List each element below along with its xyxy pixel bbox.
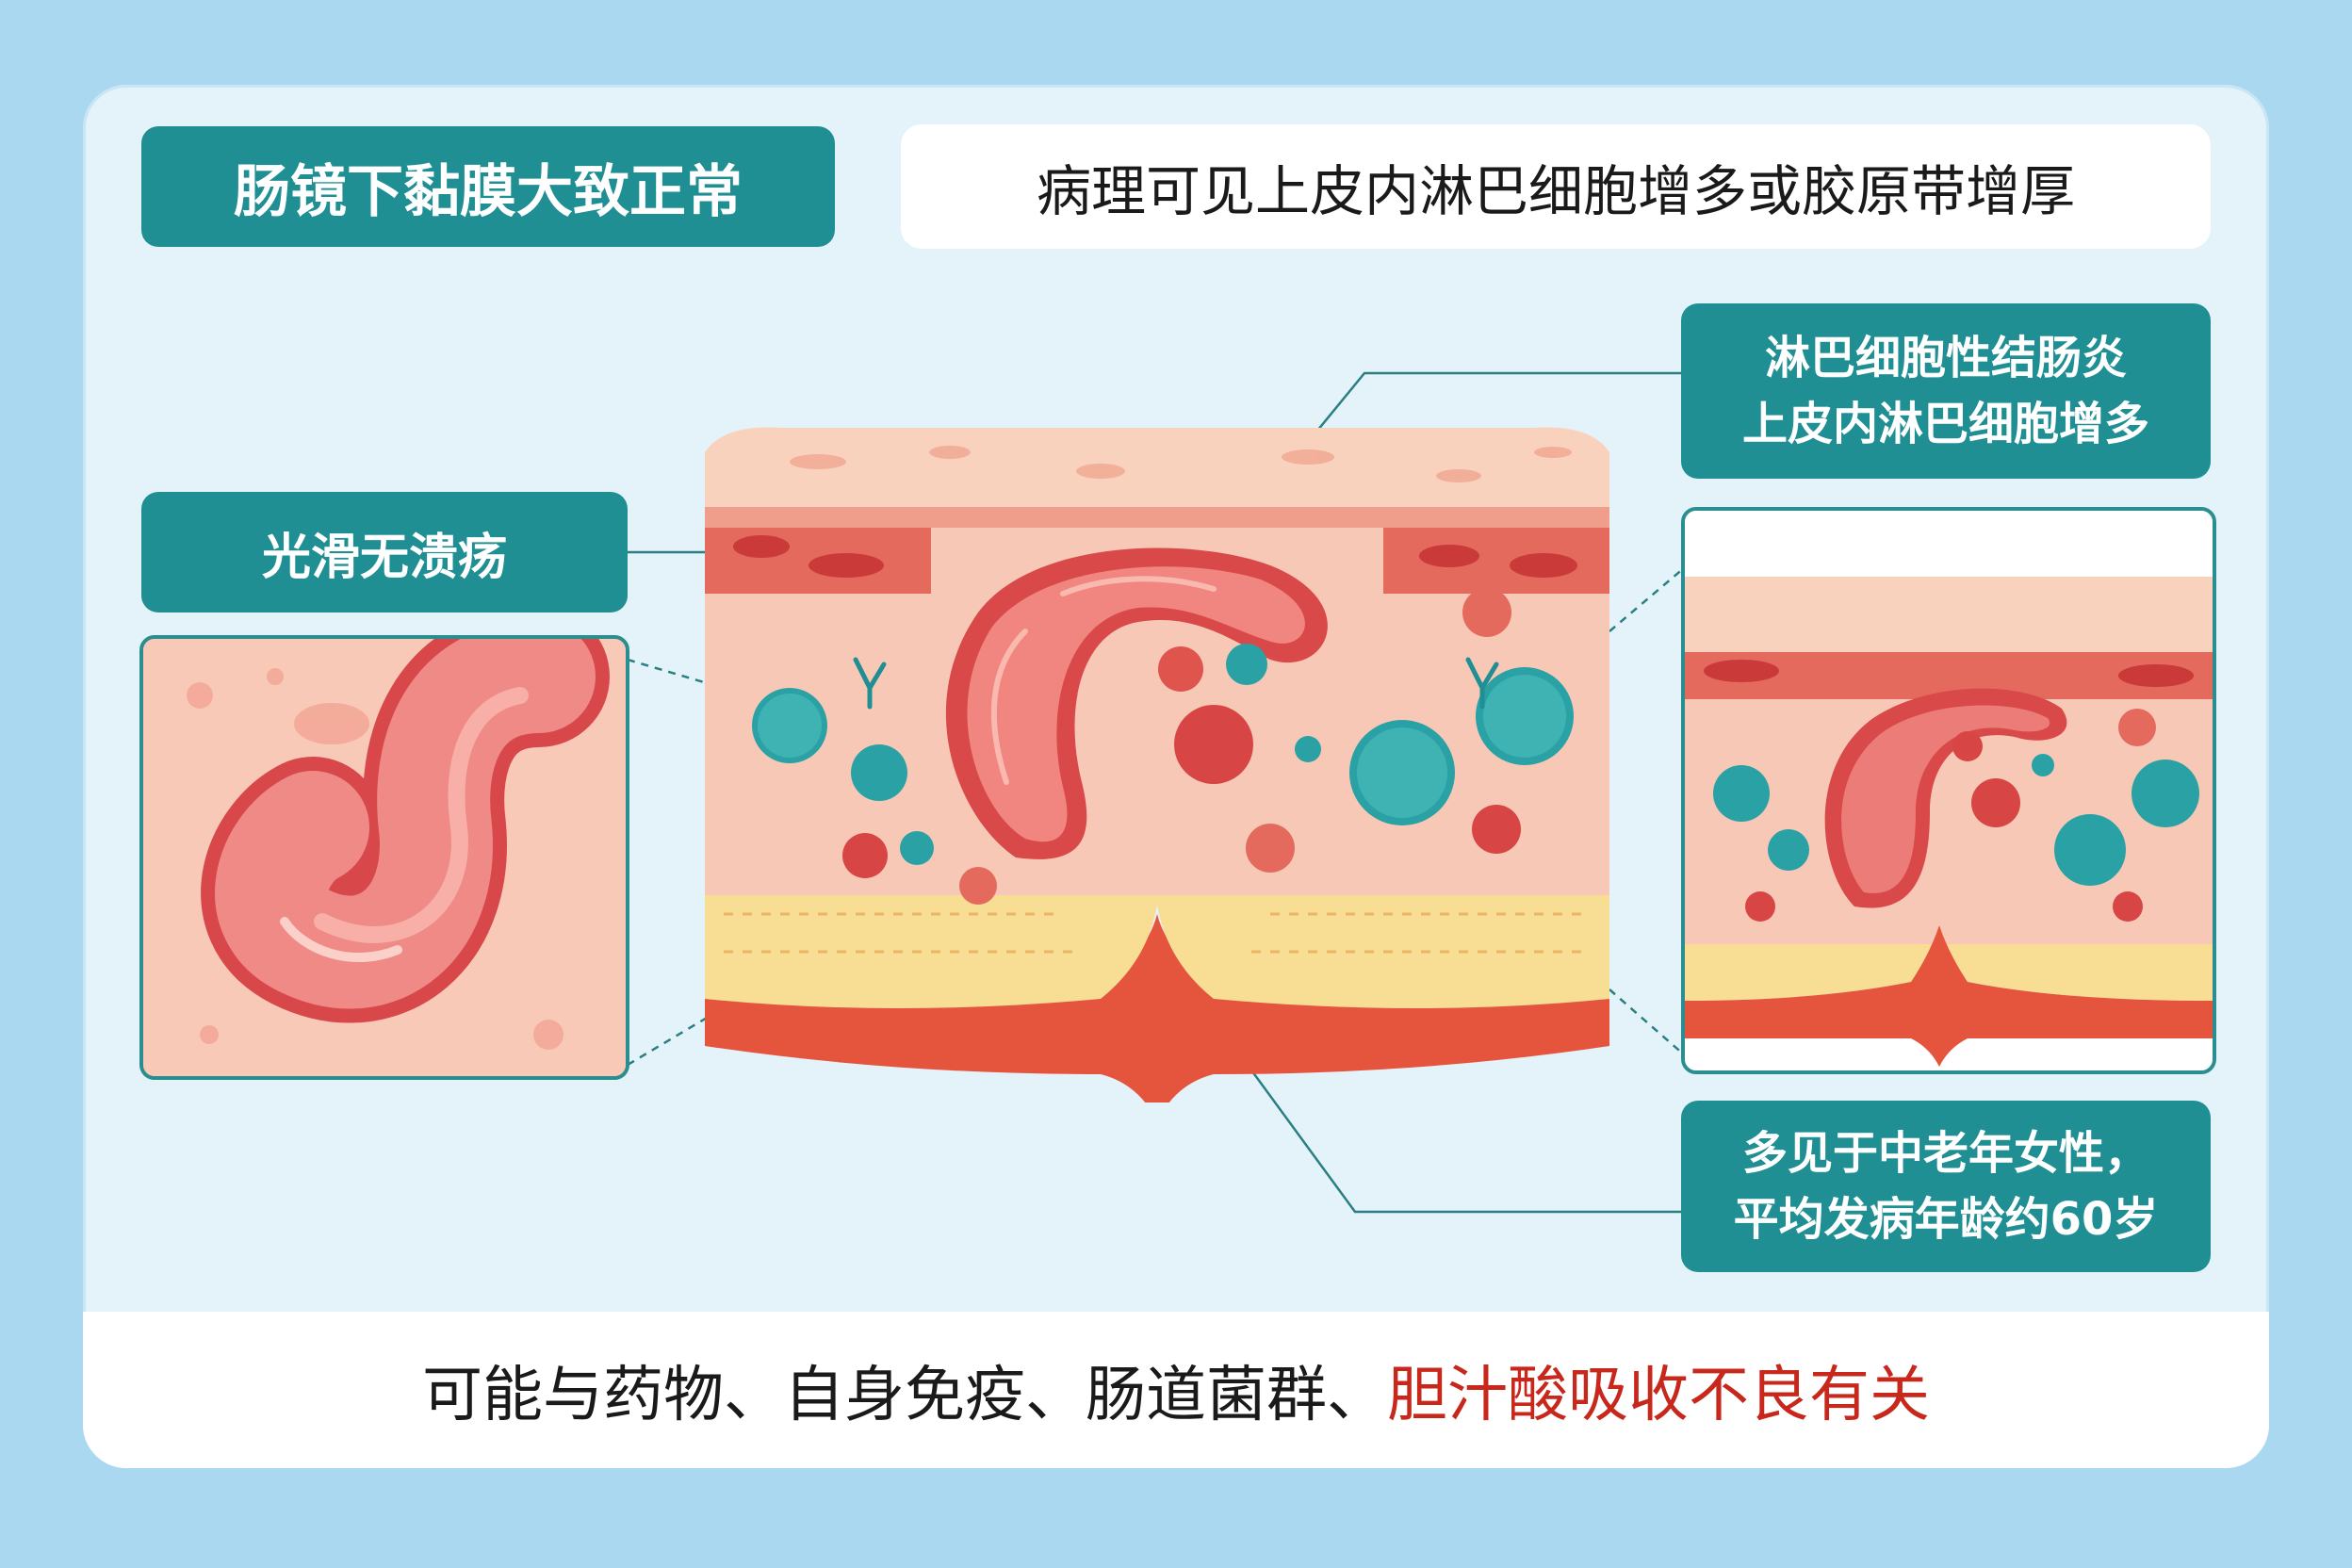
label-demographics: 多见于中老年女性， 平均发病年龄约60岁 bbox=[1681, 1101, 2211, 1272]
label-colonoscopy-normal-text: 肠镜下黏膜大致正常 bbox=[234, 158, 743, 225]
label-lymphocytic-colitis: 淋巴细胞性结肠炎 上皮内淋巴细胞增多 bbox=[1681, 303, 2211, 479]
tissue-cross-section bbox=[705, 427, 1609, 1102]
label-smooth-no-ulcer: 光滑无溃疡 bbox=[141, 492, 628, 612]
label-pathology: 病理可见上皮内淋巴细胞增多或胶原带增厚 bbox=[901, 124, 2211, 249]
muscularis-band-right bbox=[1383, 528, 1609, 594]
infographic-card: 肠镜下黏膜大致正常 病理可见上皮内淋巴细胞增多或胶原带增厚 光滑无溃疡 淋巴细胞… bbox=[83, 85, 2269, 1468]
smooth-mucosa-illustration bbox=[143, 639, 626, 1076]
label-colonoscopy-normal: 肠镜下黏膜大致正常 bbox=[141, 126, 835, 247]
submucosa-band bbox=[705, 886, 1609, 1008]
footer-text-highlight: 胆汁酸吸收不良有关 bbox=[1387, 1361, 1930, 1430]
label-demographics-line2: 平均发病年龄约60岁 bbox=[1733, 1193, 2159, 1246]
label-lymphocytic-colitis-line2: 上皮内淋巴细胞增多 bbox=[1741, 398, 2149, 450]
panel-smooth-mucosa bbox=[139, 635, 629, 1080]
footer-text-normal: 可能与药物、自身免疫、肠道菌群、 bbox=[422, 1361, 1387, 1430]
footer-bar: 可能与药物、自身免疫、肠道菌群、胆汁酸吸收不良有关 bbox=[83, 1312, 2269, 1468]
outer-muscle-layer bbox=[705, 914, 1609, 1102]
label-smooth-no-ulcer-text: 光滑无溃疡 bbox=[261, 529, 507, 586]
lymphocytic-detail-illustration bbox=[1685, 511, 2213, 1070]
connector-right-dash-bottom bbox=[1609, 988, 1686, 1056]
epithelium-top bbox=[705, 427, 1609, 509]
connector-right-dash-top bbox=[1609, 566, 1686, 632]
label-demographics-line1: 多见于中老年女性， bbox=[1741, 1127, 2149, 1180]
label-pathology-text: 病理可见上皮内淋巴细胞增多或胶原带增厚 bbox=[1036, 159, 2075, 223]
label-lymphocytic-colitis-line1: 淋巴细胞性结肠炎 bbox=[1764, 332, 2127, 384]
immune-cells bbox=[752, 588, 1574, 905]
panel-lymphocytic-detail bbox=[1681, 507, 2216, 1074]
